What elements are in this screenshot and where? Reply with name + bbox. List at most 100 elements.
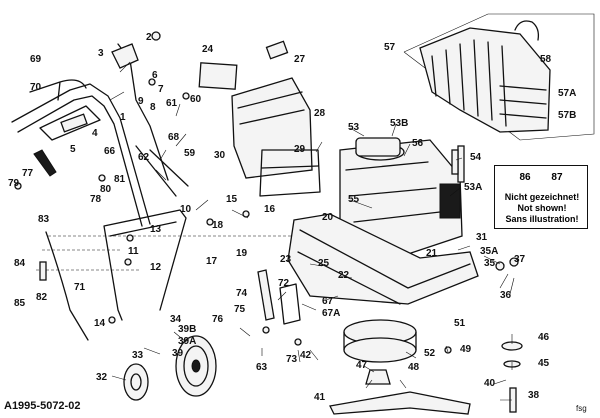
callout-19: 19: [236, 248, 248, 259]
callout-79: 79: [8, 178, 20, 189]
callout-13: 13: [150, 224, 162, 235]
callout-57: 57: [384, 42, 396, 53]
rear-bracket: [231, 40, 313, 179]
callout-39B: 39B: [178, 324, 196, 335]
callout-10: 10: [180, 204, 192, 215]
callout-70: 70: [30, 82, 42, 93]
note-line-english: Not shown!: [517, 203, 567, 213]
callout-36: 36: [500, 290, 512, 301]
callout-57A: 57A: [558, 88, 576, 99]
callout-24: 24: [202, 44, 214, 55]
note-line-german: Nicht gezeichnet!: [504, 192, 580, 202]
callout-51: 51: [454, 318, 466, 329]
callout-18: 18: [212, 220, 224, 231]
callout-labels: 1 2 3 4 5 6 7 8 9 10 11 12 13 14 15 16 1…: [8, 32, 576, 403]
leader-lines: [109, 61, 515, 401]
callout-21: 21: [426, 248, 438, 259]
callout-76: 76: [212, 314, 224, 325]
callout-35: 35: [484, 258, 496, 269]
callout-22: 22: [338, 270, 350, 281]
callout-7: 7: [158, 84, 164, 95]
callout-69: 69: [30, 54, 42, 65]
callout-62: 62: [138, 152, 150, 163]
callout-35A: 35A: [480, 246, 498, 257]
callout-5: 5: [70, 144, 76, 155]
callout-38: 38: [528, 390, 540, 401]
callout-53B: 53B: [390, 118, 408, 129]
callout-15: 15: [226, 194, 238, 205]
callout-71: 71: [74, 282, 86, 293]
callout-4: 4: [92, 128, 98, 139]
note-ref-87: 87: [551, 172, 563, 183]
callout-12: 12: [150, 262, 162, 273]
callout-54: 54: [470, 152, 482, 163]
corner-mark: fsg: [576, 404, 587, 413]
callout-74: 74: [236, 288, 248, 299]
callout-30: 30: [214, 150, 226, 161]
note-line-french: Sans illustration!: [505, 214, 579, 224]
callout-72: 72: [278, 278, 290, 289]
not-shown-note: 86 87 Nicht gezeichnet! Not shown! Sans …: [494, 165, 588, 229]
callout-60: 60: [190, 94, 202, 105]
callout-17: 17: [206, 256, 218, 267]
callout-75: 75: [234, 304, 246, 315]
callout-52: 52: [424, 348, 436, 359]
callout-63: 63: [256, 362, 268, 373]
callout-20: 20: [322, 212, 334, 223]
callout-83: 83: [38, 214, 50, 225]
mower-deck: [287, 213, 479, 305]
callout-25: 25: [318, 258, 330, 269]
callout-78: 78: [90, 194, 102, 205]
callout-3: 3: [98, 48, 104, 59]
callout-55: 55: [348, 194, 360, 205]
callout-77: 77: [22, 168, 34, 179]
blade-adapter: [343, 319, 417, 363]
rear-wheel: [175, 335, 217, 397]
callout-53A: 53A: [464, 182, 482, 193]
grass-catcher-bag: [419, 20, 551, 133]
callout-48: 48: [408, 362, 420, 373]
callout-56: 56: [412, 138, 424, 149]
callout-32: 32: [96, 372, 108, 383]
axle-bracket: [259, 149, 321, 197]
callout-80: 80: [100, 184, 112, 195]
callout-39: 39: [172, 348, 184, 359]
callout-82: 82: [36, 292, 48, 303]
callout-37: 37: [514, 254, 526, 265]
callout-73: 73: [286, 354, 298, 365]
lower-handle: [103, 209, 187, 321]
callout-41: 41: [314, 392, 326, 403]
note-part-refs: 86 87: [495, 172, 587, 183]
callout-53: 53: [348, 122, 360, 133]
callout-68: 68: [168, 132, 180, 143]
callout-40: 40: [484, 378, 496, 389]
callout-85: 85: [14, 298, 26, 309]
callout-11: 11: [128, 246, 139, 257]
callout-33: 33: [132, 350, 144, 361]
callout-67A: 67A: [322, 308, 340, 319]
callout-1: 1: [120, 112, 126, 123]
throttle-cable: [29, 79, 300, 341]
callout-23: 23: [280, 254, 292, 265]
callout-59: 59: [184, 148, 196, 159]
callout-42: 42: [300, 350, 312, 361]
callout-81: 81: [114, 174, 126, 185]
note-ref-86: 86: [519, 172, 531, 183]
callout-16: 16: [264, 204, 276, 215]
callout-14: 14: [94, 318, 106, 329]
callout-67: 67: [322, 296, 334, 307]
engine: [339, 137, 465, 259]
grip-lever: [33, 149, 57, 177]
callout-61: 61: [166, 98, 178, 109]
hub-cap: [123, 363, 149, 401]
callout-84: 84: [14, 258, 26, 269]
blade: [329, 391, 471, 415]
callout-46: 46: [538, 332, 550, 343]
callout-66: 66: [104, 146, 116, 157]
callout-47: 47: [356, 360, 368, 371]
callout-6: 6: [152, 70, 158, 81]
height-adjuster-rod: [111, 43, 189, 197]
upper-handle: [11, 83, 151, 227]
callout-29: 29: [294, 144, 306, 155]
